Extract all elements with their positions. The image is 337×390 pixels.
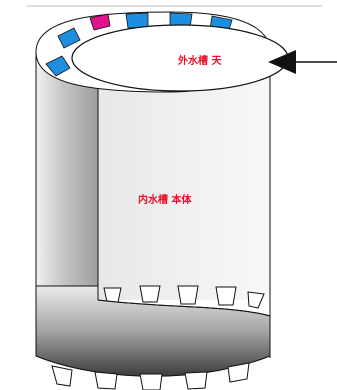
inner-upper-tooth: [177, 285, 199, 305]
rim-block-blue: [57, 27, 81, 49]
outer-tank-top-label: 外水槽 天: [177, 54, 222, 67]
outer-lower-tooth: [184, 371, 208, 390]
inner-upper-tooth: [247, 291, 265, 309]
inner-tank-body: [98, 60, 270, 300]
rim-block-blue: [125, 12, 149, 29]
inner-tank-bottom-rim: [97, 299, 271, 317]
rim-block-magenta: [89, 13, 111, 31]
outer-lower-teeth: [51, 362, 250, 390]
rim-block-blue: [45, 55, 71, 77]
inner-tank-body-label: 内水槽 本体: [138, 193, 192, 206]
outer-lower-tooth: [227, 362, 250, 383]
outer-lower-tooth: [139, 373, 163, 390]
inner-upper-teeth: [103, 285, 265, 309]
inner-upper-tooth: [215, 286, 237, 306]
outer-lower-tooth: [94, 371, 118, 390]
outer-lower-tooth: [51, 365, 73, 387]
outer-tank-back-wall: [36, 52, 98, 350]
left-arrow-icon: [268, 50, 337, 74]
inner-upper-tooth: [139, 285, 161, 303]
inner-upper-tooth: [103, 287, 122, 303]
